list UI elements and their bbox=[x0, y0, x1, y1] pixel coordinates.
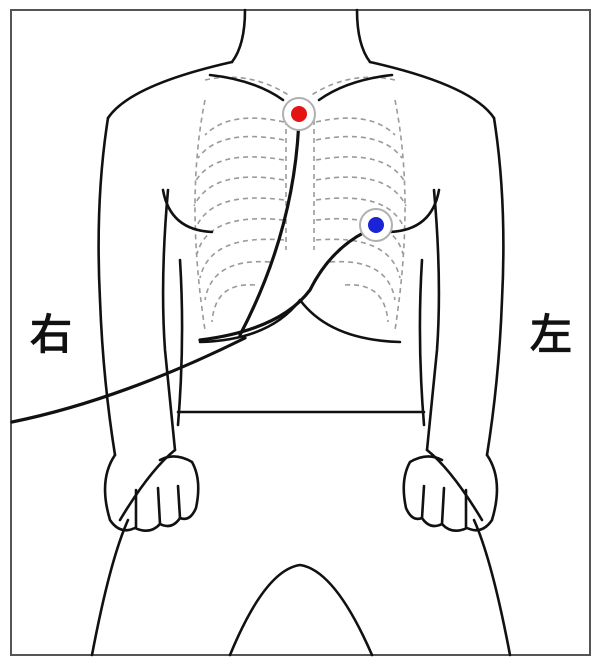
lead-wire-lower bbox=[200, 232, 365, 340]
electrode-dot-blue bbox=[368, 217, 384, 233]
electrode-leads bbox=[12, 118, 365, 422]
electrode-lower bbox=[360, 209, 392, 241]
side-label-right: 右 bbox=[30, 314, 72, 356]
side-label-left: 左 bbox=[530, 314, 572, 356]
electrode-dot-red bbox=[291, 106, 307, 122]
lead-wire-upper bbox=[240, 118, 299, 335]
electrode-upper bbox=[283, 98, 315, 130]
